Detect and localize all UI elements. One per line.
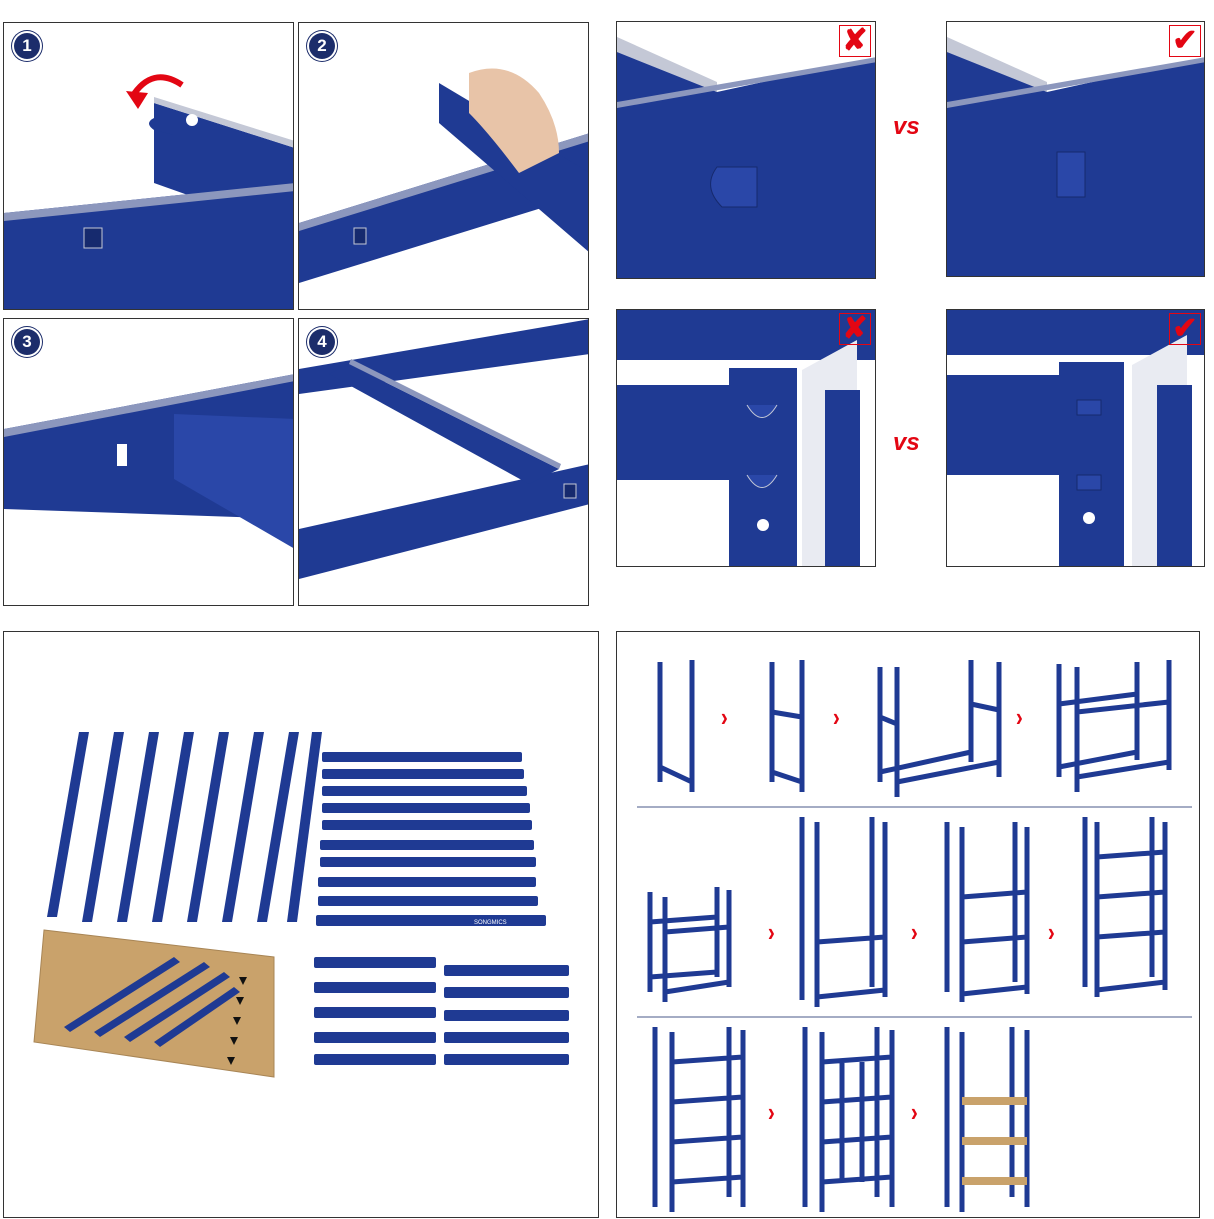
step-badge: 3 bbox=[14, 329, 40, 355]
beam-seated-illustration bbox=[4, 374, 293, 548]
assembly-sequence-panel: › › › › › › › › bbox=[616, 631, 1200, 1218]
step-badge: 2 bbox=[309, 33, 335, 59]
assembly-stages-illustration bbox=[637, 660, 1192, 1212]
step-badge: 4 bbox=[309, 329, 335, 355]
arrow-icon: › bbox=[767, 1097, 775, 1127]
hand-press-illustration bbox=[299, 68, 588, 283]
frame-complete-illustration bbox=[299, 319, 588, 579]
gap-corner-illustration bbox=[617, 37, 875, 278]
parts-panel: SONGMICS bbox=[3, 631, 599, 1218]
vs-label: vs bbox=[893, 113, 920, 140]
parts-layout-illustration: SONGMICS bbox=[33, 732, 569, 1078]
comparison-2-wrong-panel: ✘ bbox=[616, 309, 876, 567]
step-badge: 1 bbox=[14, 33, 40, 59]
right-mark-icon: ✔ bbox=[1169, 313, 1201, 345]
beam-hook-illustration bbox=[4, 74, 293, 309]
step-1-panel: 1 bbox=[3, 22, 294, 310]
vs-label: vs bbox=[893, 429, 920, 456]
step-4-panel: 4 bbox=[298, 318, 589, 606]
comparison-2-right-panel: ✔ bbox=[946, 309, 1205, 567]
arrow-icon: › bbox=[910, 1097, 918, 1127]
step-2-panel: 2 bbox=[298, 22, 589, 310]
misaligned-slot-illustration bbox=[617, 310, 875, 566]
right-mark-icon: ✔ bbox=[1169, 25, 1201, 57]
comparison-1-wrong-panel: ✘ bbox=[616, 21, 876, 279]
arrow-icon: › bbox=[720, 702, 728, 732]
arrow-icon: › bbox=[1047, 917, 1055, 947]
brand-label: SONGMICS bbox=[474, 920, 507, 926]
comparison-1-right-panel: ✔ bbox=[946, 21, 1205, 277]
arrow-icon: › bbox=[1015, 702, 1023, 732]
arrow-icon: › bbox=[910, 917, 918, 947]
arrow-icon: › bbox=[767, 917, 775, 947]
step-3-panel: 3 bbox=[3, 318, 294, 606]
wrong-mark-icon: ✘ bbox=[839, 25, 871, 57]
aligned-slot-illustration bbox=[947, 310, 1204, 566]
flush-corner-illustration bbox=[947, 37, 1204, 276]
arrow-icon: › bbox=[832, 702, 840, 732]
wrong-mark-icon: ✘ bbox=[839, 313, 871, 345]
